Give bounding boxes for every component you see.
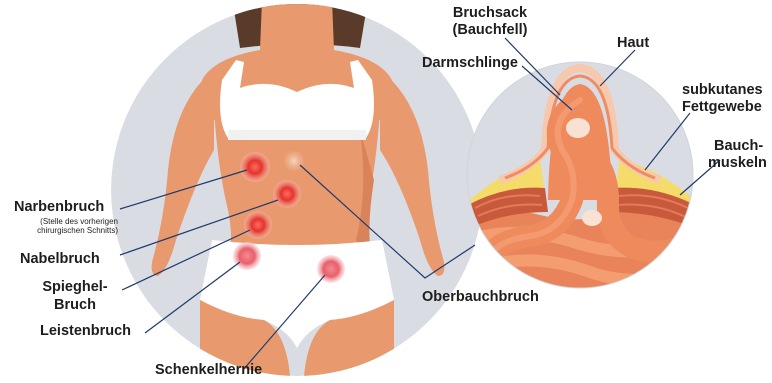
label-nabelbruch: Nabelbruch: [20, 251, 100, 268]
label-haut: Haut: [617, 35, 649, 52]
cross-section-circle: [460, 62, 700, 300]
label-bruchsack-2: (Bauchfell): [430, 22, 550, 39]
marker-leistenbruch: [233, 242, 261, 270]
marker-oberbauchbruch: [284, 151, 304, 171]
label-spiegelbruch-1: Spieghel-: [30, 279, 120, 296]
marker-narbenbruch: [240, 152, 270, 182]
label-narbenbruch: Narbenbruch: [14, 199, 104, 216]
label-fett-1: subkutanes: [682, 82, 763, 99]
label-oberbauchbruch: Oberbauchbruch: [422, 289, 539, 306]
label-bruchsack-1: Bruchsack: [430, 5, 550, 22]
label-darmschlinge: Darmschlinge: [422, 55, 518, 72]
marker-spiegelbruch: [244, 211, 272, 239]
label-fett-2: Fettgewebe: [682, 99, 762, 116]
label-muskeln-2: muskeln: [708, 155, 767, 172]
label-muskeln-1: Bauch-: [714, 138, 763, 155]
marker-nabelbruch: [273, 180, 301, 208]
label-narbenbruch-note-2: chirurgischen Schnitts): [14, 226, 118, 236]
label-spiegelbruch-2: Bruch: [30, 297, 120, 314]
label-leistenbruch: Leistenbruch: [40, 323, 131, 340]
label-schenkelhernie: Schenkelhernie: [155, 362, 262, 379]
